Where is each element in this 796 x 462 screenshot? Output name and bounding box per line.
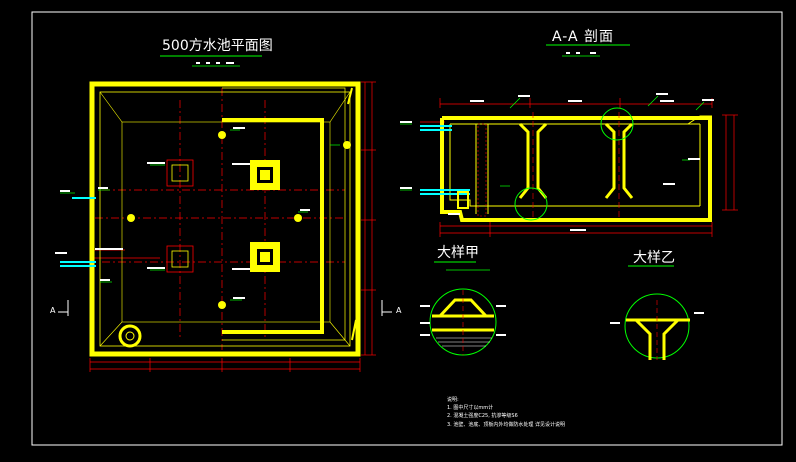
detail-a-view [420,261,506,356]
notes-heading: 说明: [447,397,459,403]
design-notes: 说明: 1. 图中尺寸以mm计 2. 混凝土强度C25, 抗渗等级S6 3. 池… [447,396,565,429]
notes-item: 2. 混凝土强度C25, 抗渗等级S6 [447,413,518,420]
detail-a-title: 大样甲 [437,245,479,261]
detail-b-view [610,265,704,360]
plan-view [55,55,392,372]
plan-title: 500方水池平面图 [162,38,273,54]
section-mark-left: A [50,306,56,315]
notes-item: 1. 图中尺寸以mm计 [447,405,494,412]
sheet-frame [31,11,783,446]
section-mark-right: A [396,306,402,315]
section-aa-title: A-A 剖面 [552,29,615,45]
detail-b-title: 大样乙 [633,250,675,266]
notes-item: 3. 池壁、池底、顶板内外均做防水处理 详见设计说明 [447,421,565,428]
section-aa-view [400,44,738,237]
